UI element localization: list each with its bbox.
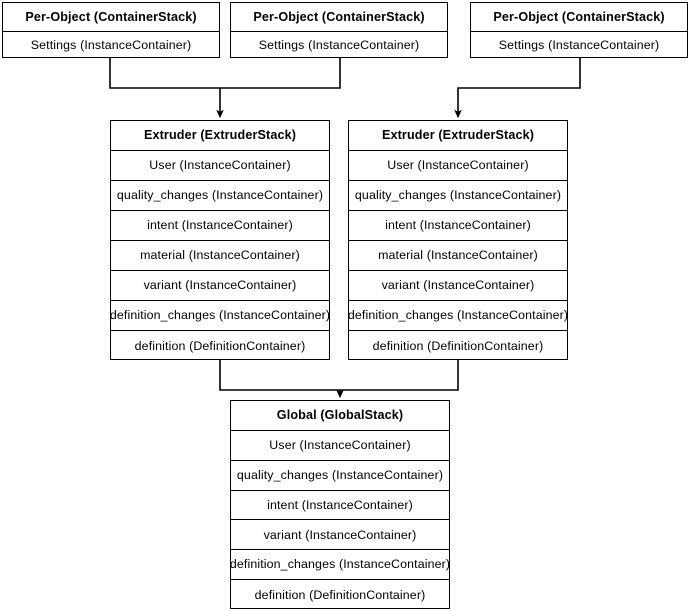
node-row-settings: Settings (InstanceContainer): [30, 38, 192, 53]
node-row-definition: definition (DefinitionContainer): [134, 338, 306, 353]
edge-extruder1-global: [219, 360, 340, 391]
node-row-intent: intent (InstanceContainer): [111, 211, 329, 241]
node-header: Extruder (ExtruderStack): [111, 121, 329, 151]
node-row-user: User (InstanceContainer): [111, 151, 329, 181]
node-extruder-1[interactable]: Extruder (ExtruderStack) User (InstanceC…: [110, 120, 330, 360]
node-row-quality-changes: quality_changes (InstanceContainer): [231, 461, 449, 491]
node-header: Extruder (ExtruderStack): [349, 121, 567, 151]
node-row-settings: Settings (InstanceContainer): [498, 38, 660, 53]
node-row-definition-changes: definition_changes (InstanceContainer): [230, 550, 450, 581]
node-header: Per-Object (ContainerStack): [231, 3, 447, 32]
node-perobject-3[interactable]: Per-Object (ContainerStack) Settings (In…: [470, 2, 688, 58]
node-row-variant: variant (InstanceContainer): [231, 520, 449, 551]
node-perobject-2[interactable]: Per-Object (ContainerStack) Settings (In…: [230, 2, 448, 58]
edge-perobject1-extruder1: [109, 58, 220, 89]
node-row-variant: variant (InstanceContainer): [349, 271, 567, 301]
node-row-settings: Settings (InstanceContainer): [258, 38, 420, 53]
node-row-variant: variant (InstanceContainer): [111, 271, 329, 301]
node-header: Per-Object (ContainerStack): [471, 3, 687, 32]
node-row-user: User (InstanceContainer): [349, 151, 567, 181]
node-row-material: material (InstanceContainer): [111, 241, 329, 271]
node-row-definition: definition (DefinitionContainer): [372, 338, 544, 353]
node-perobject-1[interactable]: Per-Object (ContainerStack) Settings (In…: [2, 2, 220, 58]
node-row-intent: intent (InstanceContainer): [231, 491, 449, 521]
node-header: Global (GlobalStack): [231, 401, 449, 431]
edge-extruder2-global: [340, 360, 459, 391]
node-row-intent: intent (InstanceContainer): [349, 211, 567, 241]
node-extruder-2[interactable]: Extruder (ExtruderStack) User (InstanceC…: [348, 120, 568, 360]
node-row-definition-changes: definition_changes (InstanceContainer): [110, 301, 330, 331]
node-row-definition: definition (DefinitionContainer): [254, 587, 426, 602]
node-global[interactable]: Global (GlobalStack) User (InstanceConta…: [230, 400, 450, 609]
node-row-user: User (InstanceContainer): [231, 431, 449, 461]
node-row-quality-changes: quality_changes (InstanceContainer): [111, 181, 329, 211]
edge-perobject2-extruder1: [220, 58, 341, 89]
node-row-material: material (InstanceContainer): [349, 241, 567, 271]
node-row-quality-changes: quality_changes (InstanceContainer): [349, 181, 567, 211]
node-row-definition-changes: definition_changes (InstanceContainer): [348, 301, 568, 331]
edge-perobject3-extruder2: [454, 58, 581, 119]
node-header: Per-Object (ContainerStack): [3, 3, 219, 32]
